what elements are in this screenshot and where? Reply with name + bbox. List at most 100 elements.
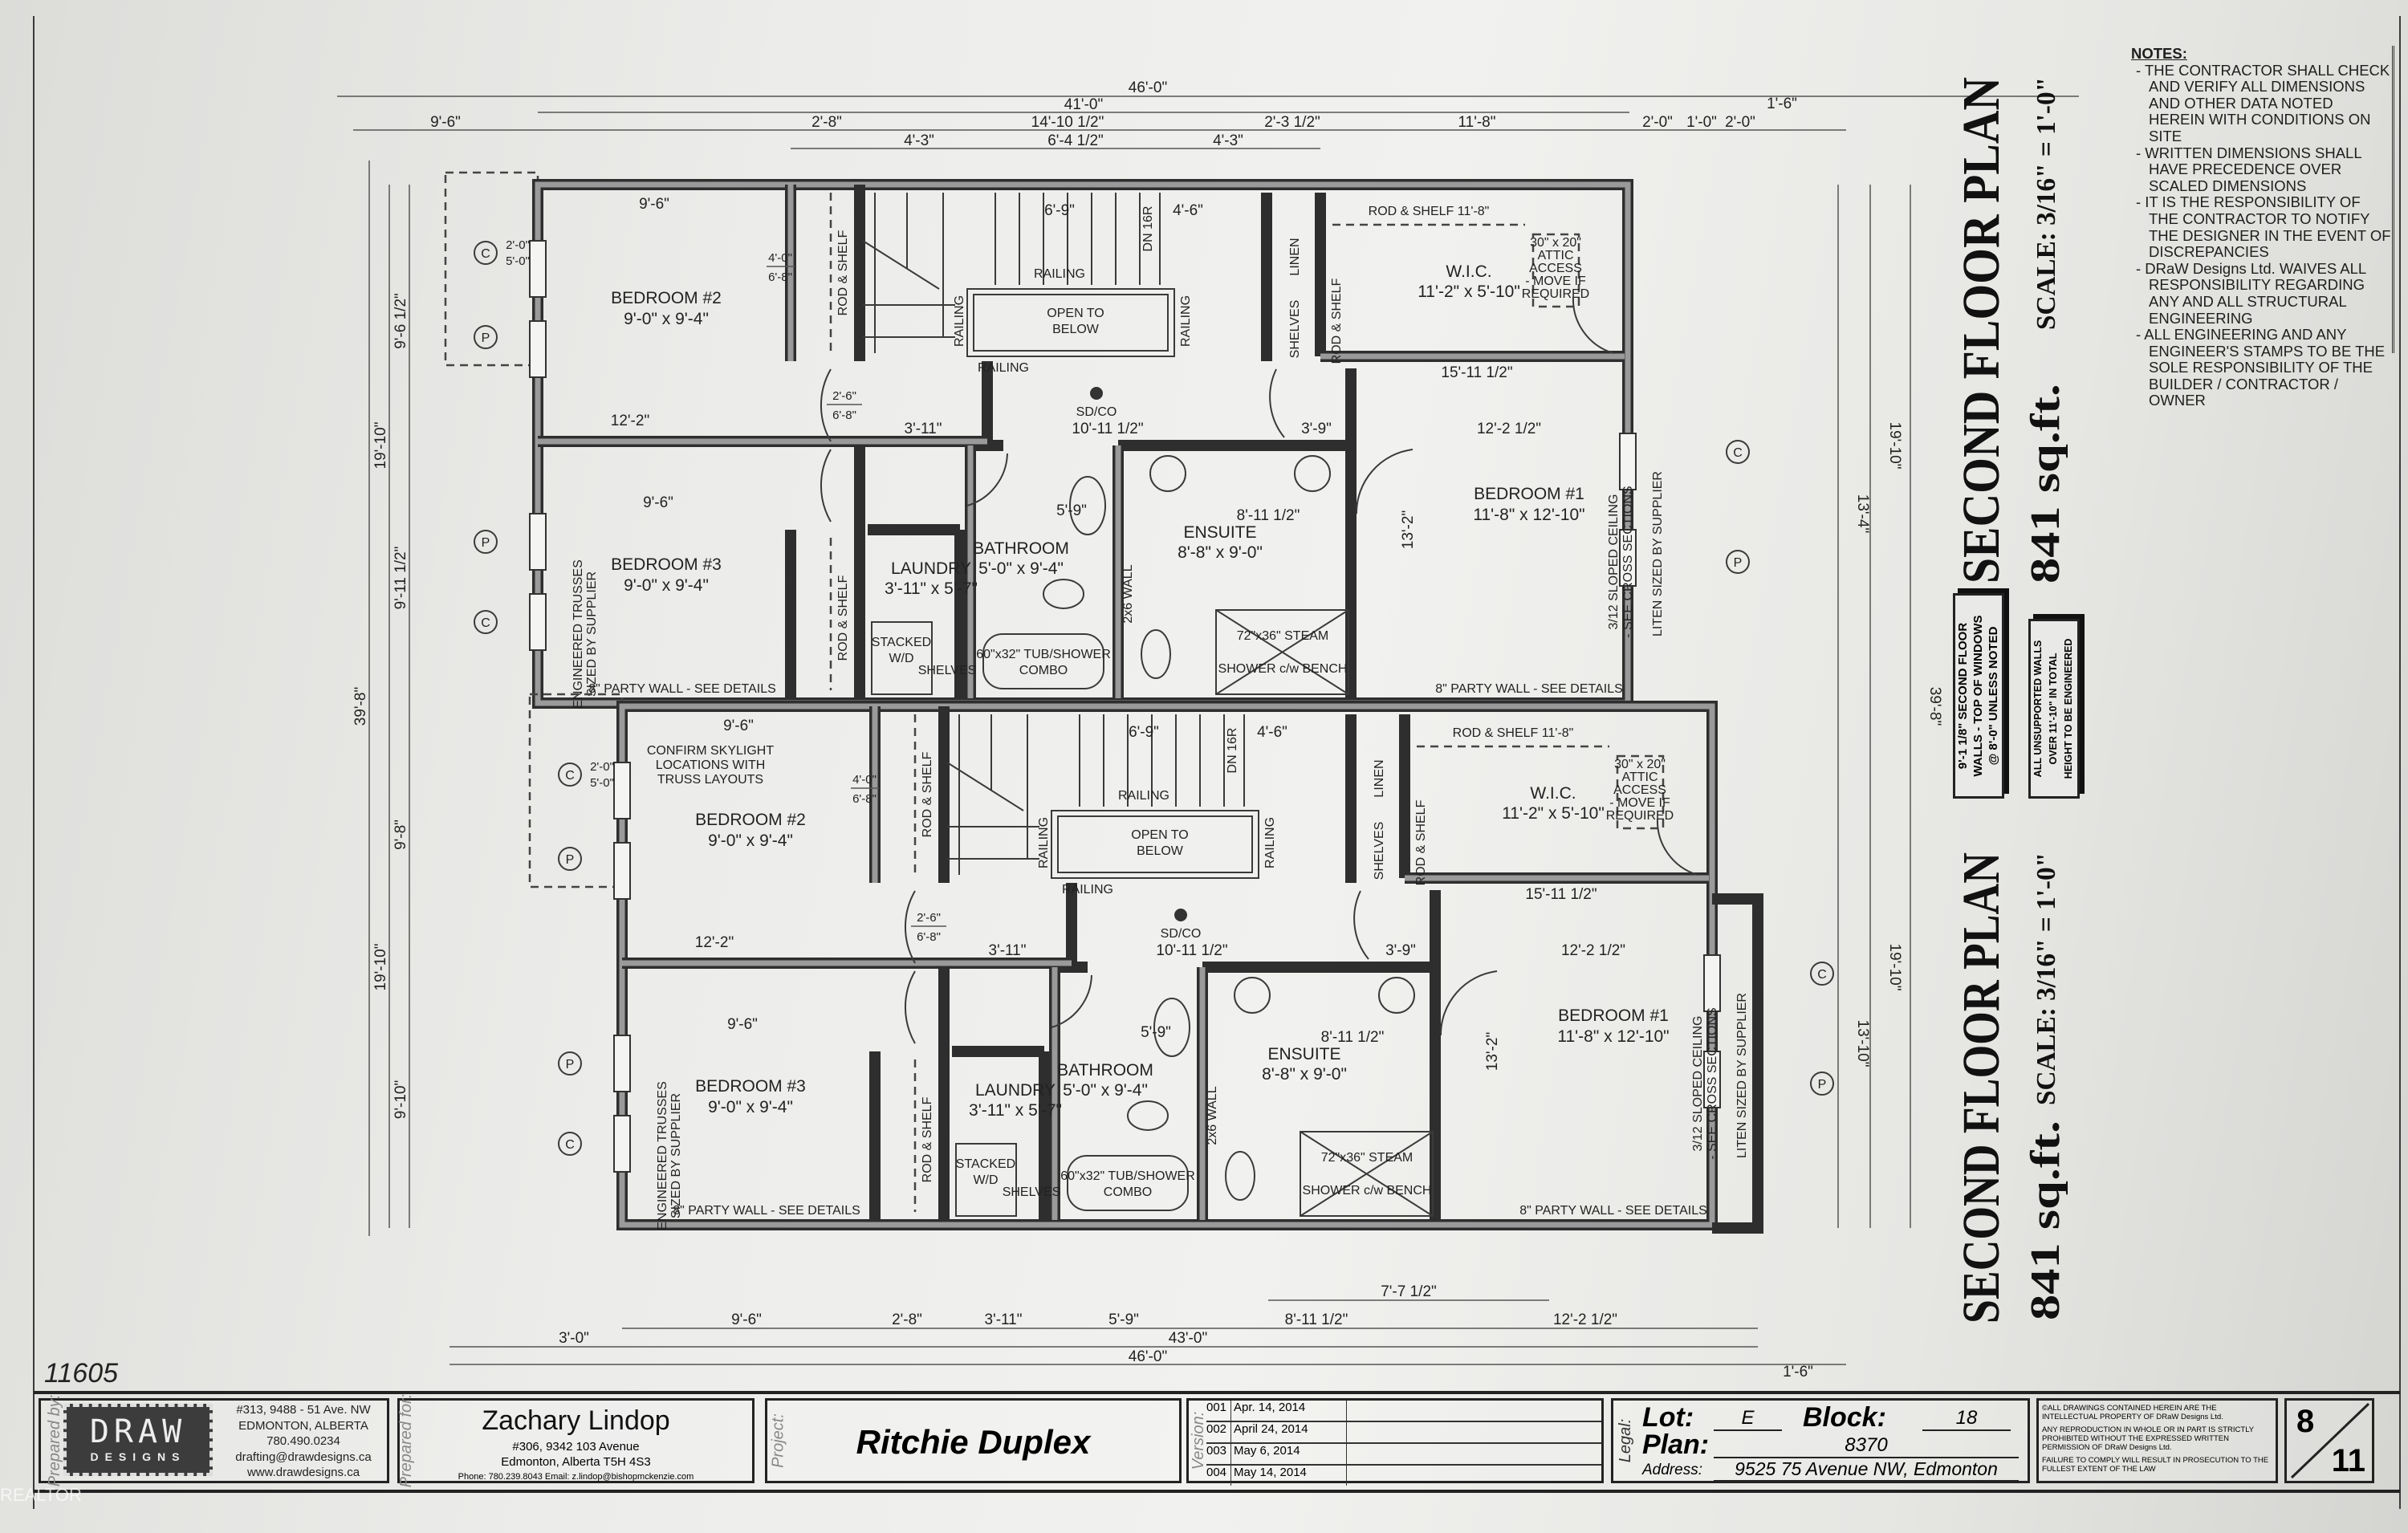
dim-text: 8'-11 1/2": [1237, 507, 1300, 524]
dim-text: 2'-0": [1642, 114, 1673, 131]
dim-text: 8'-11 1/2": [1285, 1311, 1348, 1328]
room-name-bedroom-1: BEDROOM #1: [1474, 485, 1584, 503]
firm-website: www.drawdesigns.ca: [246, 1466, 360, 1479]
truss-note: ENGINEERED TRUSSES: [571, 559, 585, 709]
dim-text: 13'-2": [1400, 510, 1417, 549]
plan-scale: SCALE: 3/16" = 1'-0": [2032, 77, 2061, 330]
shower-icon: [1215, 609, 1349, 695]
dim-text: 2'-0": [1725, 114, 1755, 131]
room-size-bedroom-2: 9'-0" x 9'-4": [624, 310, 709, 328]
window-tag: P: [482, 536, 490, 550]
room-size-bedroom-1: 11'-8" x 12'-10": [1473, 506, 1584, 524]
dim-text: 19'-10": [372, 944, 389, 991]
version-date: May 14, 2014: [1231, 1466, 1347, 1486]
dim-text: 6'-9": [1044, 202, 1075, 219]
client-city: Edmonton, Alberta T5H 4S3: [501, 1455, 651, 1469]
smoke-detector-icon: [1090, 387, 1103, 400]
dim-text: 2'-8": [811, 114, 842, 131]
window-width-dim: 2'-0": [506, 238, 530, 252]
truss-note: SIZED BY SUPPLIER: [585, 571, 599, 697]
dim-text: 11'-8": [1458, 114, 1496, 131]
general-notes: NOTES: - THE CONTRACTOR SHALL CHECK AND …: [2131, 45, 2394, 409]
legal-box: Legal: Lot: E Block: 18 Plan: 8370 Addre…: [1611, 1398, 2030, 1483]
dim-overall-depth: 39'-8": [352, 687, 369, 726]
lot-label: Lot:: [1642, 1402, 1694, 1433]
window-tag: C: [481, 616, 490, 630]
top-dimensions: 46'-0" 41'-0" 9'-6" 2'-8" 14'-10 1/2" 2'…: [337, 79, 2079, 149]
dim-text: 1'-6": [1783, 1364, 1813, 1381]
plan-value: 8370: [1714, 1434, 2019, 1458]
unit-upper: C P P C C P 2'-0" 5'-0" OPEN TO BELOW RA…: [444, 171, 1750, 709]
room-size-bathroom: 5'-0" x 9'-4": [978, 559, 1064, 578]
shower-label: 72"x36" STEAM: [1237, 629, 1329, 643]
dim-text: 2'-8": [892, 1311, 922, 1328]
notes-heading: NOTES:: [2131, 45, 2187, 62]
dim-text: 12'-2 1/2": [1553, 1311, 1617, 1328]
shelves-label: SHELVES: [1288, 300, 1302, 359]
sheet-total: 11: [2331, 1443, 2365, 1478]
dim-text: 3'-9": [1301, 421, 1332, 437]
wall-note: 2x6 WALL: [1121, 564, 1135, 623]
room-size-wic: 11'-2" x 5'-10": [1418, 283, 1520, 301]
sink-icon: [1294, 455, 1331, 492]
window-tag: P: [482, 331, 490, 345]
room-name-laundry: LAUNDRY: [891, 559, 971, 578]
toilet-icon: [1043, 579, 1084, 609]
version-date: April 24, 2014: [1231, 1422, 1347, 1442]
dim-text: 41'-0": [1064, 96, 1103, 113]
attic-label: ACCESS: [1529, 262, 1582, 275]
client-address: #306, 9342 103 Avenue: [512, 1440, 640, 1454]
dim-text: 6'-4 1/2": [1047, 132, 1104, 149]
callout-line: HEIGHT TO BE ENGINEERED: [2063, 638, 2074, 779]
logo-text: DESIGNS: [90, 1450, 186, 1463]
dim-text: 43'-0": [1169, 1330, 1207, 1347]
note-item: - ALL ENGINEERING AND ANY ENGINEER'S STA…: [2136, 326, 2386, 409]
project-box: Project: Ritchie Duplex: [765, 1398, 1182, 1483]
lintel-note: LITEN SIZED BY SUPPLIER: [1651, 471, 1665, 636]
skylight-note: LOCATIONS WITH: [656, 758, 766, 772]
dim-text: 15'-11 1/2": [1441, 364, 1512, 381]
linen-closet-label: LINEN: [1288, 238, 1302, 275]
dim-text: 19'-10": [1886, 422, 1903, 470]
dim-text: 9'-6": [430, 114, 461, 131]
callout-line: @ 8'-0" UNLESS NOTED: [1987, 626, 2000, 766]
attic-label: - MOVE IF: [1525, 274, 1586, 288]
attic-label: ATTIC: [1537, 249, 1573, 262]
dim-text: 9'-6": [639, 196, 669, 213]
room-size-ensuite: 8'-8" x 9'-0": [1178, 543, 1263, 562]
stacked-washer-dryer: [871, 621, 933, 695]
attic-access: [1531, 233, 1580, 308]
dim-text: 9'-6 1/2": [393, 293, 409, 349]
client-contact: Phone: 780.239.8043 Email: z.lindop@bish…: [458, 1472, 694, 1482]
party-wall-note: 8" PARTY WALL - SEE DETAILS: [1435, 682, 1623, 696]
prepared-for-label: Prepared for:: [397, 1393, 415, 1488]
shelves-label: SHELVES: [918, 664, 977, 677]
note-item: - THE CONTRACTOR SHALL CHECK AND VERIFY …: [2136, 61, 2390, 144]
windows: C P P C C P 2'-0" 5'-0": [474, 238, 1750, 651]
tub-label: COMBO: [1019, 664, 1068, 677]
dim-text: 13'-10": [1854, 1020, 1871, 1067]
dim-text: 3'-11": [985, 1311, 1023, 1328]
unsupported-walls-callout: ALL UNSUPPORTED WALLS OVER 11'-10" IN TO…: [2028, 619, 2080, 799]
callout-line: OVER 11'-10" IN TOTAL: [2048, 653, 2059, 765]
closet-label: ROD & SHELF: [1330, 278, 1344, 364]
client-name: Zachary Lindop: [482, 1405, 670, 1436]
copyright-line: ©ALL DRAWINGS CONTAINED HEREIN ARE THE I…: [2042, 1404, 2223, 1421]
dim-text: 3'-0": [559, 1330, 589, 1347]
block-value: 18: [1922, 1407, 2011, 1431]
version-date: May 6, 2014: [1231, 1444, 1347, 1464]
dim-text: 3'-11": [905, 421, 942, 437]
firm-contact: #313, 9488 - 51 Ave. NW EDMONTON, ALBERT…: [219, 1402, 388, 1481]
dim-text: 19'-10": [372, 422, 389, 470]
callout-line: ALL UNSUPPORTED WALLS: [2032, 640, 2044, 778]
window-height-dim: 5'-0": [506, 254, 530, 268]
toilet-icon: [1141, 629, 1171, 679]
sheet-divider: [2290, 1402, 2370, 1479]
dim-text: 12'-2 1/2": [1477, 421, 1541, 437]
stair-direction-label: DN 16R: [1141, 206, 1155, 252]
prepared-by-label: Prepared by:: [45, 1394, 63, 1487]
bottom-dimensions: 9'-6" 2'-8" 3'-11" 5'-9" 8'-11 1/2" 12'-…: [449, 1283, 1846, 1381]
